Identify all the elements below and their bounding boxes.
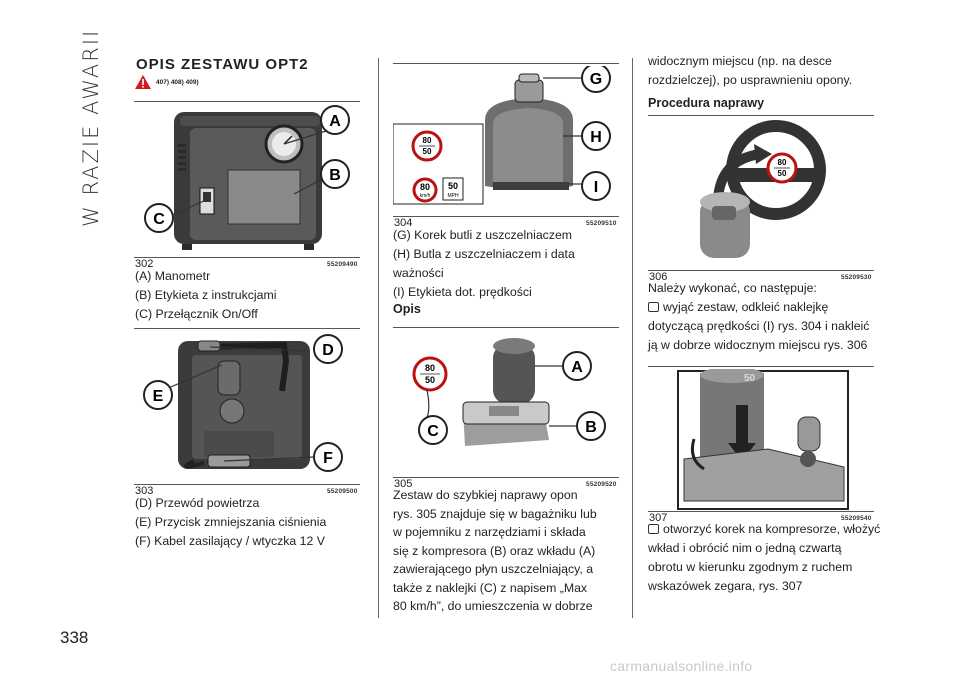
figure-code: 55209490 — [327, 261, 358, 268]
figure-304-sealant-bottle: 80 50 80 km/h 50 MPH G H I — [392, 63, 619, 214]
callout-i: I — [594, 179, 598, 196]
sticker-bottom: 50 — [778, 169, 787, 178]
callout-e: E — [153, 388, 164, 405]
rule — [648, 270, 874, 271]
figure-code: 55209520 — [586, 481, 617, 488]
sticker-bottom: 50 — [425, 375, 435, 385]
figure-303-compressor-rear: D E F — [134, 331, 360, 483]
legend-303: (D) Przewód powietrza(E) Przycisk zmniej… — [135, 496, 327, 548]
procedure-step-1: Należy wykonać, co następuje: wyjąć zest… — [648, 281, 870, 352]
cartridge-mark: 50 — [744, 373, 756, 384]
rule — [393, 327, 619, 328]
figure-code: 55209500 — [327, 488, 358, 495]
callout-d: D — [322, 342, 334, 359]
figure-306-steering-wheel: 80 50 — [648, 118, 874, 270]
figure-number: 306 — [649, 271, 668, 283]
section-heading: OPIS ZESTAWU OPT2 — [136, 56, 309, 73]
sign-kmh-number: 80 — [420, 182, 430, 192]
column-divider — [378, 58, 379, 618]
figure-302-compressor: A B C — [134, 104, 360, 254]
callout-a: A — [571, 359, 583, 376]
callout-f: F — [323, 450, 333, 467]
callout-h: H — [590, 129, 602, 146]
sticker-top: 80 — [423, 136, 432, 145]
figure-code: 55209540 — [841, 515, 872, 522]
page-number: 338 — [60, 628, 89, 647]
figure-number: 307 — [649, 512, 668, 524]
legend-304: (G) Korek butli z uszczelniaczem(H) Butl… — [393, 228, 575, 299]
sign-kmh-unit: km/h — [420, 193, 431, 199]
sign-mph-unit: MPH — [447, 193, 459, 199]
warning-refs: 407) 408) 409) — [156, 79, 199, 86]
legend-302: (A) Manometr(B) Etykieta z instrukcjami(… — [135, 269, 277, 321]
figure-number: 302 — [135, 258, 154, 270]
footer-watermark: carmanualsonline.info — [610, 658, 753, 674]
rule — [134, 328, 360, 329]
rule — [134, 101, 360, 102]
column-divider — [632, 58, 633, 618]
rule — [134, 257, 360, 258]
rule — [393, 477, 619, 478]
procedure-step-2: otworzyć korek na kompresorze, włożyć wk… — [648, 522, 881, 593]
checkbox-icon — [648, 302, 659, 312]
figure-number: 305 — [394, 478, 413, 490]
subheading-opis: Opis — [393, 302, 421, 316]
figure-number: 304 — [394, 217, 413, 229]
warning-icon — [134, 74, 152, 95]
callout-b: B — [585, 419, 597, 436]
figure-code: 55209530 — [841, 274, 872, 281]
sticker-bottom: 50 — [423, 147, 432, 156]
callout-a: A — [329, 113, 341, 130]
side-section-title: W RAZIE AWARII — [79, 28, 103, 227]
rule — [648, 115, 874, 116]
callout-b: B — [329, 167, 341, 184]
subheading-procedure: Procedura naprawy — [648, 96, 765, 110]
callout-c: C — [153, 211, 165, 228]
figure-305-kit: 80 50 A B C — [393, 330, 619, 476]
sign-mph-number: 50 — [448, 181, 458, 191]
sticker-top: 80 — [778, 158, 787, 167]
checkbox-icon — [648, 524, 659, 534]
rule — [648, 366, 874, 367]
callout-g: G — [590, 71, 602, 88]
figure-307-insert-cartridge: 50 — [648, 367, 874, 511]
rule — [393, 216, 619, 217]
sticker-top: 80 — [425, 363, 435, 373]
rule — [393, 63, 619, 64]
callout-c: C — [427, 423, 439, 440]
figure-number: 303 — [135, 485, 154, 497]
rule — [134, 484, 360, 485]
figure-code: 55209510 — [586, 220, 617, 227]
rule — [648, 511, 874, 512]
